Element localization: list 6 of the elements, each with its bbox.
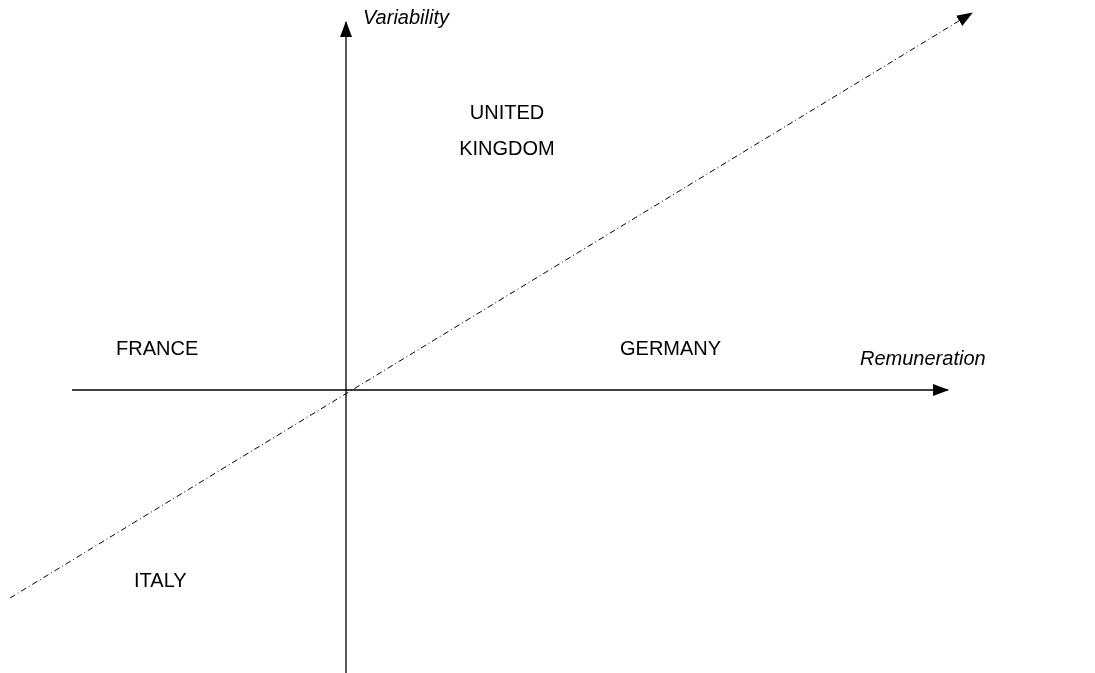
country-label: GERMANY	[620, 336, 723, 361]
country-label: ITALY	[134, 568, 188, 593]
axis-label: Variability	[363, 5, 451, 30]
country-label: FRANCE	[116, 336, 200, 361]
axis-label: Remuneration	[860, 346, 987, 371]
country-label: UNITED KINGDOM	[458, 100, 556, 161]
